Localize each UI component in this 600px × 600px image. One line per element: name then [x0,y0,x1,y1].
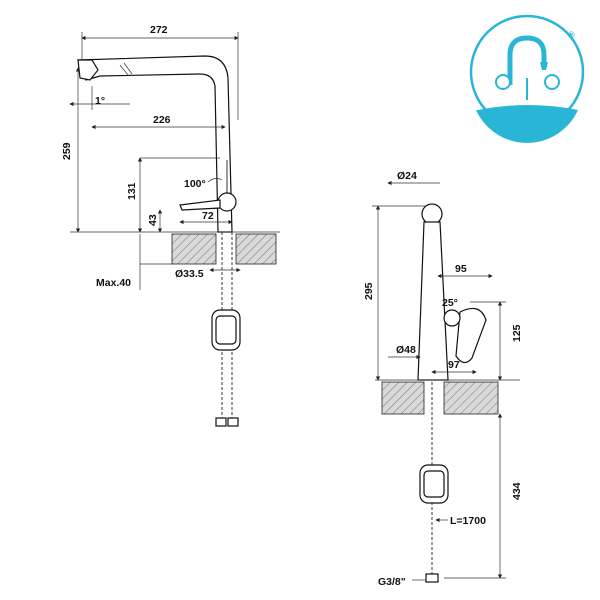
dim-100deg: 100° [184,178,206,190]
registered-mark: ® [568,30,575,40]
hose-assembly-front [419,382,449,583]
dim-g38: G3/8" [378,576,406,588]
dim-max40: Max.40 [96,277,131,289]
dim-295: 295 [363,282,375,300]
handle-knob [217,192,237,212]
dim-33-5: Ø33.5 [175,268,204,280]
dim-43: 43 [147,214,159,226]
handle-lever [179,199,221,211]
dim-131: 131 [126,182,138,200]
dim-95: 95 [455,263,467,275]
dim-25deg: 25° [442,297,458,309]
countertop-front-right [443,381,499,415]
countertop-right [235,233,277,265]
countertop-front-left [381,381,425,415]
dim-72: 72 [202,210,214,222]
countertop-left [171,233,217,265]
handle-front [455,307,487,364]
dim-272: 272 [150,24,168,36]
dim-434: 434 [511,482,523,500]
hose-assembly-side [211,232,241,427]
water-saving-logo: ® [469,14,585,143]
dim-125: 125 [511,324,523,342]
dim-97: 97 [448,359,460,371]
dim-259: 259 [61,142,73,160]
dim-24: Ø24 [397,170,417,182]
spout-top [421,203,443,225]
dim-48: Ø48 [396,344,416,356]
front-view: Ø24 295 95 25° 125 Ø48 97 [363,170,523,588]
dim-1deg: 1° [95,95,105,107]
dim-l1700: L=1700 [450,515,486,527]
side-view: 272 1° 226 259 131 100° 72 43 [61,24,280,427]
dim-226: 226 [153,114,171,126]
